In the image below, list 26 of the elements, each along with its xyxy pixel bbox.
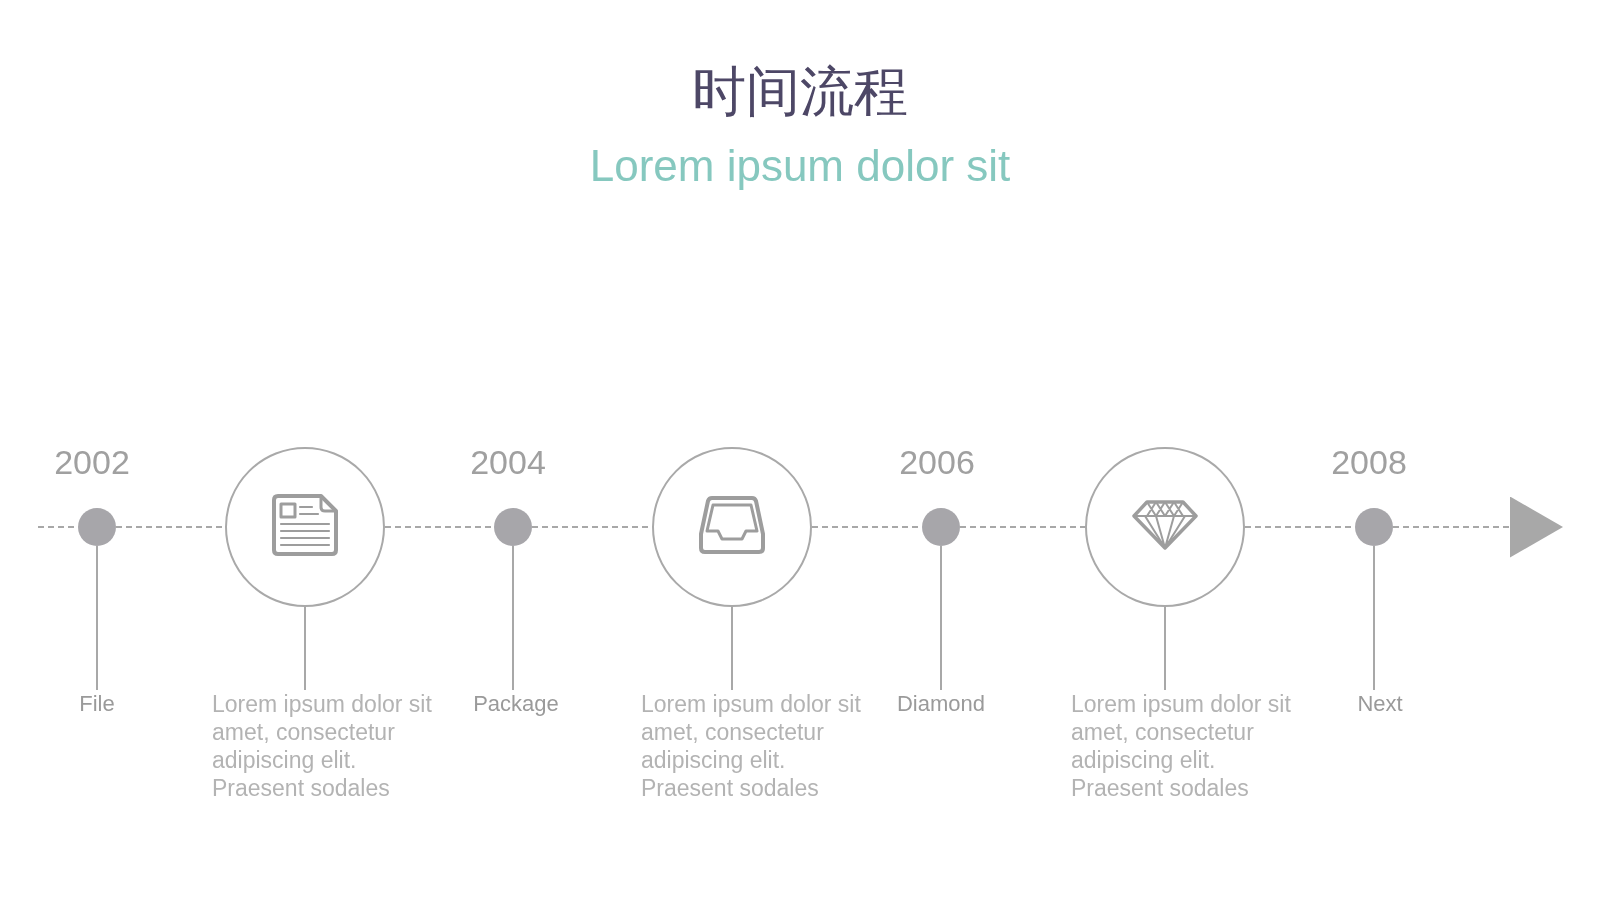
timeline-dot bbox=[922, 508, 960, 546]
milestone-label: Diamond bbox=[897, 690, 985, 718]
timeline-line bbox=[959, 526, 1086, 528]
year-label: 2008 bbox=[1331, 442, 1407, 482]
timeline-dot bbox=[494, 508, 532, 546]
year-label: 2006 bbox=[899, 442, 975, 482]
milestone-label: File bbox=[79, 690, 115, 718]
year-label: 2004 bbox=[470, 442, 546, 482]
description-text: Lorem ipsum dolor sit amet, consectetur adipiscing elit. Praesent sodales bbox=[212, 690, 444, 802]
milestone-label: Next bbox=[1357, 690, 1403, 718]
description-text: Lorem ipsum dolor sit amet, consectetur adipiscing elit. Praesent sodales bbox=[641, 690, 873, 802]
title: 时间流程 bbox=[692, 60, 908, 123]
timeline-dot bbox=[78, 508, 116, 546]
connector-line bbox=[940, 545, 942, 691]
timeline-dot bbox=[1355, 508, 1393, 546]
connector-line bbox=[96, 545, 98, 691]
connector-line bbox=[304, 606, 306, 691]
connector-line bbox=[1164, 606, 1166, 691]
connector-line bbox=[731, 606, 733, 691]
connector-line bbox=[512, 545, 514, 691]
description-text: Lorem ipsum dolor sit amet, consectetur adipiscing elit. Praesent sodales bbox=[1071, 690, 1303, 802]
timeline-arrow bbox=[1392, 496, 1564, 558]
subtitle: Lorem ipsum dolor sit bbox=[589, 140, 1011, 192]
milestone-label: Package bbox=[473, 690, 559, 718]
connector-line bbox=[1373, 545, 1375, 691]
year-label: 2002 bbox=[54, 442, 130, 482]
